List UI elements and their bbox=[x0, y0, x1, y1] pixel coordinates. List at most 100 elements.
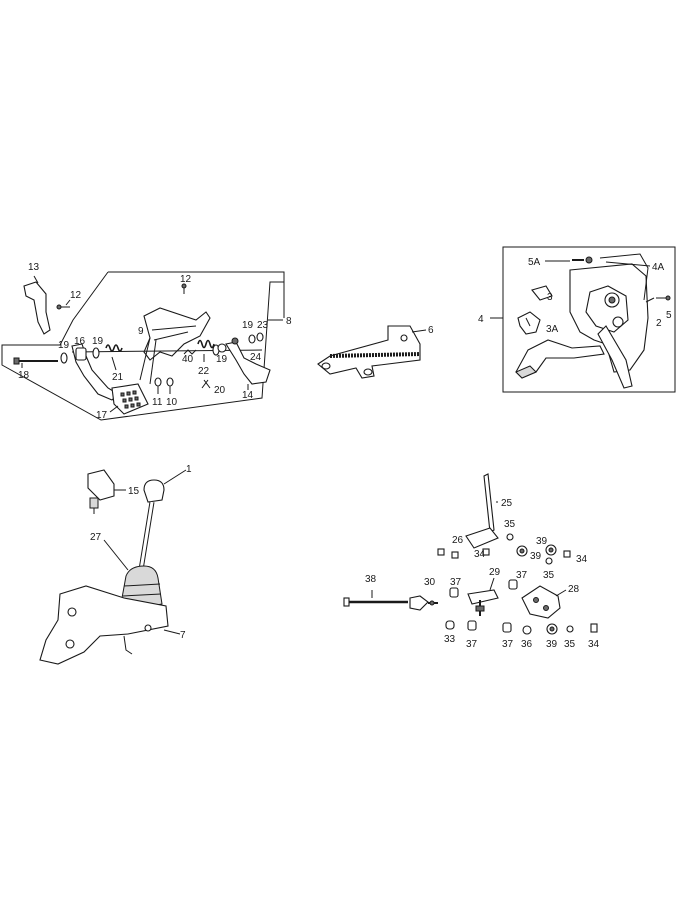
leader-line bbox=[33, 275, 39, 284]
leader-line bbox=[109, 405, 119, 413]
part-25-rod bbox=[483, 473, 495, 533]
frame-rib bbox=[153, 331, 189, 341]
callout-16: 16 bbox=[74, 336, 86, 347]
leader-line bbox=[411, 329, 427, 333]
callout-19: 19 bbox=[216, 354, 228, 365]
part-5-screw-head bbox=[665, 295, 671, 301]
frame-arm bbox=[149, 339, 157, 385]
bracket-hole bbox=[400, 334, 408, 342]
part-37-bushing bbox=[449, 587, 459, 598]
callout-5A: 5A bbox=[528, 257, 541, 268]
leader-line bbox=[555, 589, 567, 597]
part-10-bushing bbox=[166, 377, 174, 387]
part-16-pedal-hub bbox=[75, 347, 87, 361]
callout-24: 24 bbox=[250, 352, 262, 363]
leader-line bbox=[605, 261, 651, 267]
base-linkage bbox=[123, 635, 133, 655]
part-3-clip bbox=[531, 285, 553, 301]
part-6-bracket-group bbox=[317, 325, 427, 379]
part-28-plate bbox=[521, 585, 561, 619]
part-38-bolt-head bbox=[343, 597, 350, 607]
part-37-bushing bbox=[508, 579, 518, 590]
callout-36: 36 bbox=[521, 639, 533, 650]
leader-line bbox=[163, 469, 187, 485]
mechanism-pivot-center bbox=[608, 296, 616, 304]
part-29-link bbox=[467, 589, 499, 605]
part-35-ring bbox=[566, 625, 574, 633]
part-26-bushing bbox=[437, 548, 445, 556]
mechanism-bushing bbox=[612, 316, 624, 328]
callout-8: 8 bbox=[286, 316, 292, 327]
part-20-clip bbox=[201, 379, 211, 389]
part-19-bush bbox=[217, 343, 227, 353]
callout-39: 39 bbox=[546, 639, 558, 650]
callout-20: 20 bbox=[214, 385, 226, 396]
callout-5: 5 bbox=[666, 310, 672, 321]
part-22-spring bbox=[197, 339, 215, 349]
base-hole bbox=[67, 607, 77, 617]
part-4-inset-box bbox=[502, 246, 676, 393]
part-34-nut bbox=[590, 623, 598, 633]
part-34-nut bbox=[482, 548, 490, 556]
callout-35: 35 bbox=[504, 519, 516, 530]
callout-2: 2 bbox=[656, 318, 662, 329]
bracket-hole bbox=[363, 368, 373, 376]
callout-28: 28 bbox=[568, 584, 580, 595]
part-33-cap bbox=[445, 620, 455, 630]
plate-slot bbox=[525, 317, 531, 327]
part-4-lever-arm bbox=[597, 325, 633, 389]
callout-17: 17 bbox=[96, 410, 108, 421]
part-39-washer-hole bbox=[548, 547, 554, 553]
part-12-screw-upper-head bbox=[181, 283, 187, 289]
part-6-bracket bbox=[317, 325, 421, 379]
part-13-bracket bbox=[23, 281, 51, 335]
pedal-assembly-outline bbox=[1, 271, 285, 421]
callout-35: 35 bbox=[564, 639, 576, 650]
callout-19: 19 bbox=[242, 320, 254, 331]
part-21-spring bbox=[105, 344, 123, 352]
callout-10: 10 bbox=[166, 397, 178, 408]
callout-29: 29 bbox=[489, 567, 501, 578]
leader-line bbox=[65, 299, 71, 306]
shift-linkage-group bbox=[343, 473, 598, 635]
part-29-collar bbox=[475, 605, 485, 612]
part-18-bolt-head bbox=[13, 357, 20, 365]
callout-13: 13 bbox=[28, 262, 40, 273]
part-35-ring bbox=[545, 557, 553, 565]
callout-37: 37 bbox=[450, 577, 462, 588]
frame-arm bbox=[139, 337, 151, 381]
bracket-hole bbox=[321, 362, 331, 370]
callout-34: 34 bbox=[474, 549, 486, 560]
base-bolt bbox=[144, 624, 152, 632]
leader-line bbox=[103, 539, 129, 571]
callout-labels: 13 12 12 8 9 16 19 19 18 21 17 40 22 11 … bbox=[18, 257, 672, 650]
callout-35: 35 bbox=[543, 570, 555, 581]
yoke-pin bbox=[429, 600, 435, 606]
callout-1: 1 bbox=[186, 464, 192, 475]
callout-39: 39 bbox=[536, 536, 548, 547]
callout-37: 37 bbox=[516, 570, 528, 581]
callout-37: 37 bbox=[466, 639, 478, 650]
gear-shift-group bbox=[39, 469, 187, 665]
callout-19: 19 bbox=[58, 340, 70, 351]
part-5A-screw-head bbox=[585, 256, 593, 264]
pedal-assembly-group bbox=[1, 271, 285, 421]
callout-7: 7 bbox=[180, 630, 186, 641]
part-4-assembly-group bbox=[490, 246, 676, 393]
callout-15: 15 bbox=[128, 486, 140, 497]
part-14-brake-pedal bbox=[225, 341, 271, 385]
frame-rib bbox=[151, 325, 197, 331]
callout-34: 34 bbox=[576, 554, 588, 565]
part-39-washer-hole bbox=[519, 548, 525, 554]
callout-34: 34 bbox=[588, 639, 600, 650]
callout-37: 37 bbox=[502, 639, 514, 650]
part-30-yoke bbox=[409, 595, 429, 611]
bracket-flange-edge bbox=[329, 352, 421, 358]
boot-fold bbox=[122, 593, 162, 597]
pedal-pad-grid bbox=[120, 390, 141, 409]
callout-3A: 3A bbox=[546, 324, 559, 335]
callout-11: 11 bbox=[152, 397, 163, 408]
callout-40: 40 bbox=[182, 354, 194, 365]
leader-line bbox=[645, 297, 655, 303]
shift-lever bbox=[138, 501, 154, 577]
